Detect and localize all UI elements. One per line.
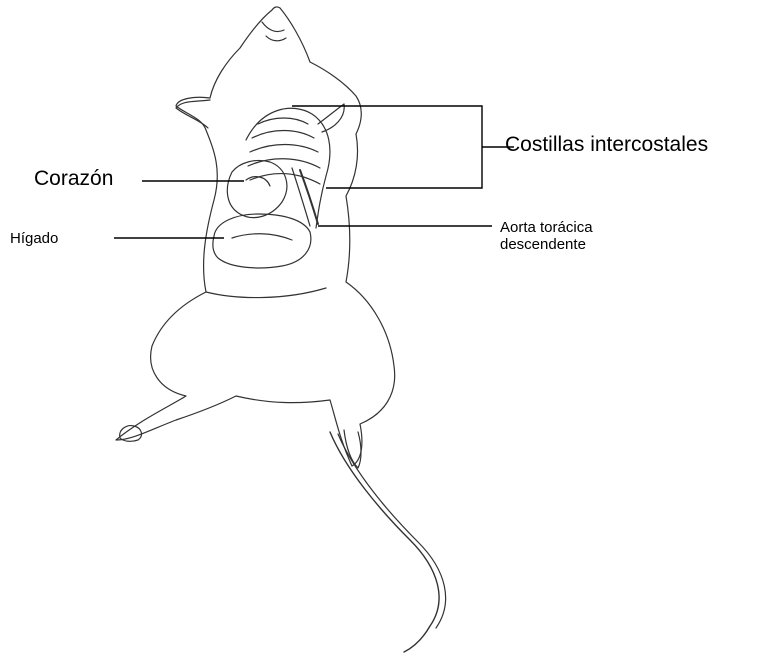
tail (330, 432, 439, 652)
aorta-vessel (300, 170, 318, 224)
left-forelimb (176, 100, 210, 128)
higado-label: Hígado (10, 230, 58, 247)
aorta-label-line2: descendente (500, 236, 593, 253)
heart-organ (227, 160, 287, 217)
aorta-label-line1: Aorta torácica (500, 219, 593, 236)
costillas-bracket (292, 106, 482, 188)
rat-body-outline (116, 7, 395, 466)
aorta-label: Aorta torácica descendente (500, 219, 593, 254)
right-forelimb (318, 104, 344, 132)
costillas-label: Costillas intercostales (505, 133, 708, 157)
liver-organ (213, 214, 311, 268)
corazon-label: Corazón (34, 167, 113, 191)
rib-cage-outline (246, 108, 330, 228)
